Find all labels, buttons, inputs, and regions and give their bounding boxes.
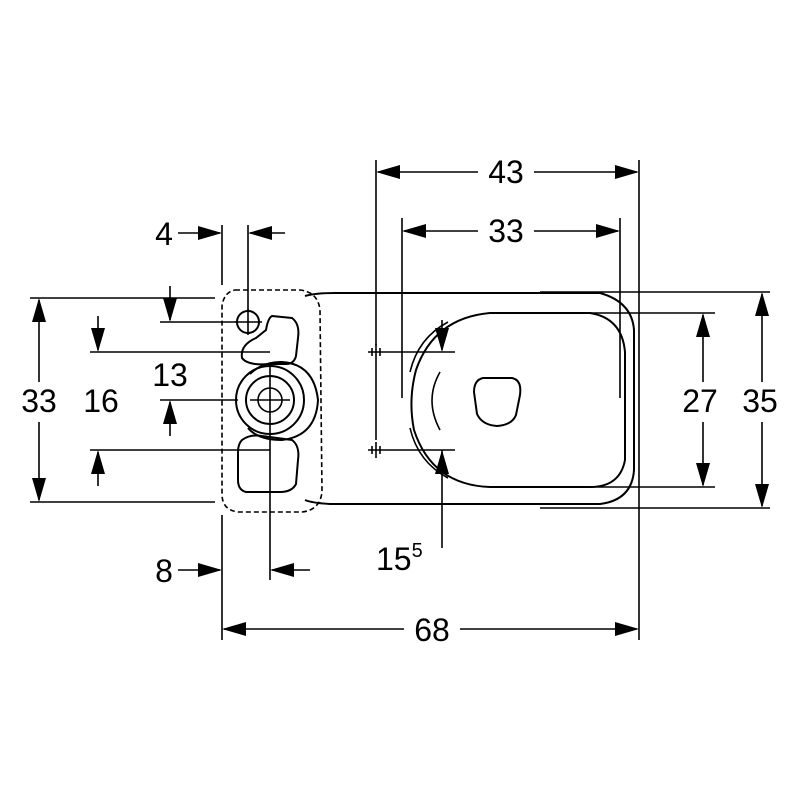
tank-inlet-recess bbox=[240, 314, 300, 366]
label-33-seat: 33 bbox=[488, 213, 524, 249]
dimension-16 bbox=[91, 316, 105, 486]
cistern-outline bbox=[221, 289, 323, 513]
toilet-outline bbox=[221, 289, 635, 513]
fixing-point-upper bbox=[368, 344, 386, 360]
label-13: 13 bbox=[152, 357, 188, 393]
dimension-8 bbox=[178, 563, 310, 577]
label-15-5: 155 bbox=[376, 540, 423, 577]
tank-lower-recess bbox=[237, 434, 300, 493]
label-27: 27 bbox=[682, 383, 718, 419]
body-outline bbox=[304, 292, 635, 505]
bowl-inner-curve bbox=[431, 371, 441, 431]
fixing-point-lower bbox=[368, 442, 386, 458]
label-35: 35 bbox=[742, 383, 778, 419]
label-15-5-main: 15 bbox=[376, 541, 412, 577]
label-16: 16 bbox=[83, 383, 119, 419]
label-68: 68 bbox=[414, 612, 450, 648]
extension-lines bbox=[30, 160, 770, 640]
label-43: 43 bbox=[488, 154, 524, 190]
bowl-opening bbox=[472, 377, 522, 428]
dimension-4 bbox=[178, 226, 285, 240]
label-15-5-sup: 5 bbox=[412, 540, 423, 562]
water-inlet-symbol bbox=[235, 309, 262, 335]
dimension-13 bbox=[163, 286, 177, 436]
label-33-tank: 33 bbox=[21, 383, 57, 419]
dimension-15-5 bbox=[435, 320, 449, 474]
label-8: 8 bbox=[155, 553, 173, 589]
label-4: 4 bbox=[155, 216, 173, 252]
